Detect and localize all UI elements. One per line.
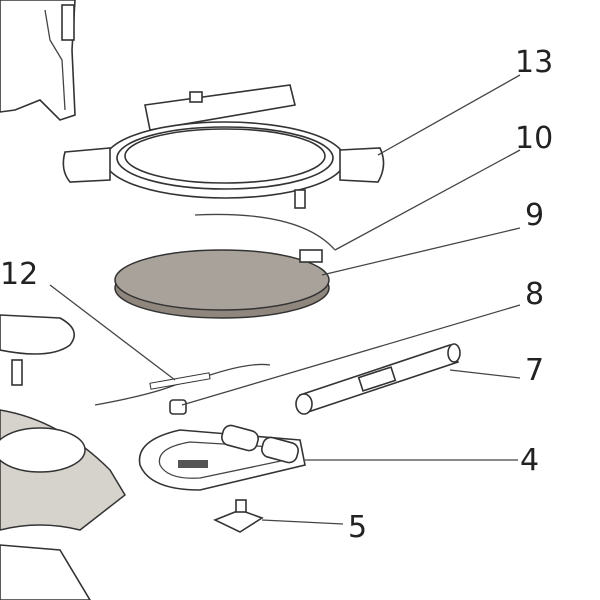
leader-9 bbox=[321, 227, 521, 276]
label-13: 13 bbox=[515, 45, 553, 80]
part-9-heating-disc bbox=[114, 249, 330, 319]
part-4-heating-element bbox=[138, 424, 306, 491]
leader-13 bbox=[377, 74, 521, 156]
part-13-ring-frame bbox=[62, 84, 385, 209]
part-10-wire bbox=[194, 213, 336, 251]
leader-8 bbox=[181, 304, 521, 406]
label-9: 9 bbox=[525, 198, 544, 233]
label-5: 5 bbox=[348, 510, 367, 545]
label-10: 10 bbox=[515, 121, 553, 156]
label-4: 4 bbox=[520, 443, 539, 478]
leader-7 bbox=[449, 369, 521, 379]
leader-10 bbox=[334, 149, 521, 251]
left-partial-parts bbox=[0, 314, 126, 600]
part-8-clip bbox=[169, 399, 187, 415]
housing-top-left bbox=[0, 0, 76, 121]
part-7-tube bbox=[295, 343, 461, 415]
label-8: 8 bbox=[525, 277, 544, 312]
leader-5 bbox=[261, 519, 344, 525]
part-12-sensor bbox=[94, 363, 271, 406]
label-7: 7 bbox=[525, 353, 544, 388]
leader-12 bbox=[49, 284, 176, 381]
part-5-bracket bbox=[213, 499, 264, 533]
label-12: 12 bbox=[0, 257, 38, 292]
